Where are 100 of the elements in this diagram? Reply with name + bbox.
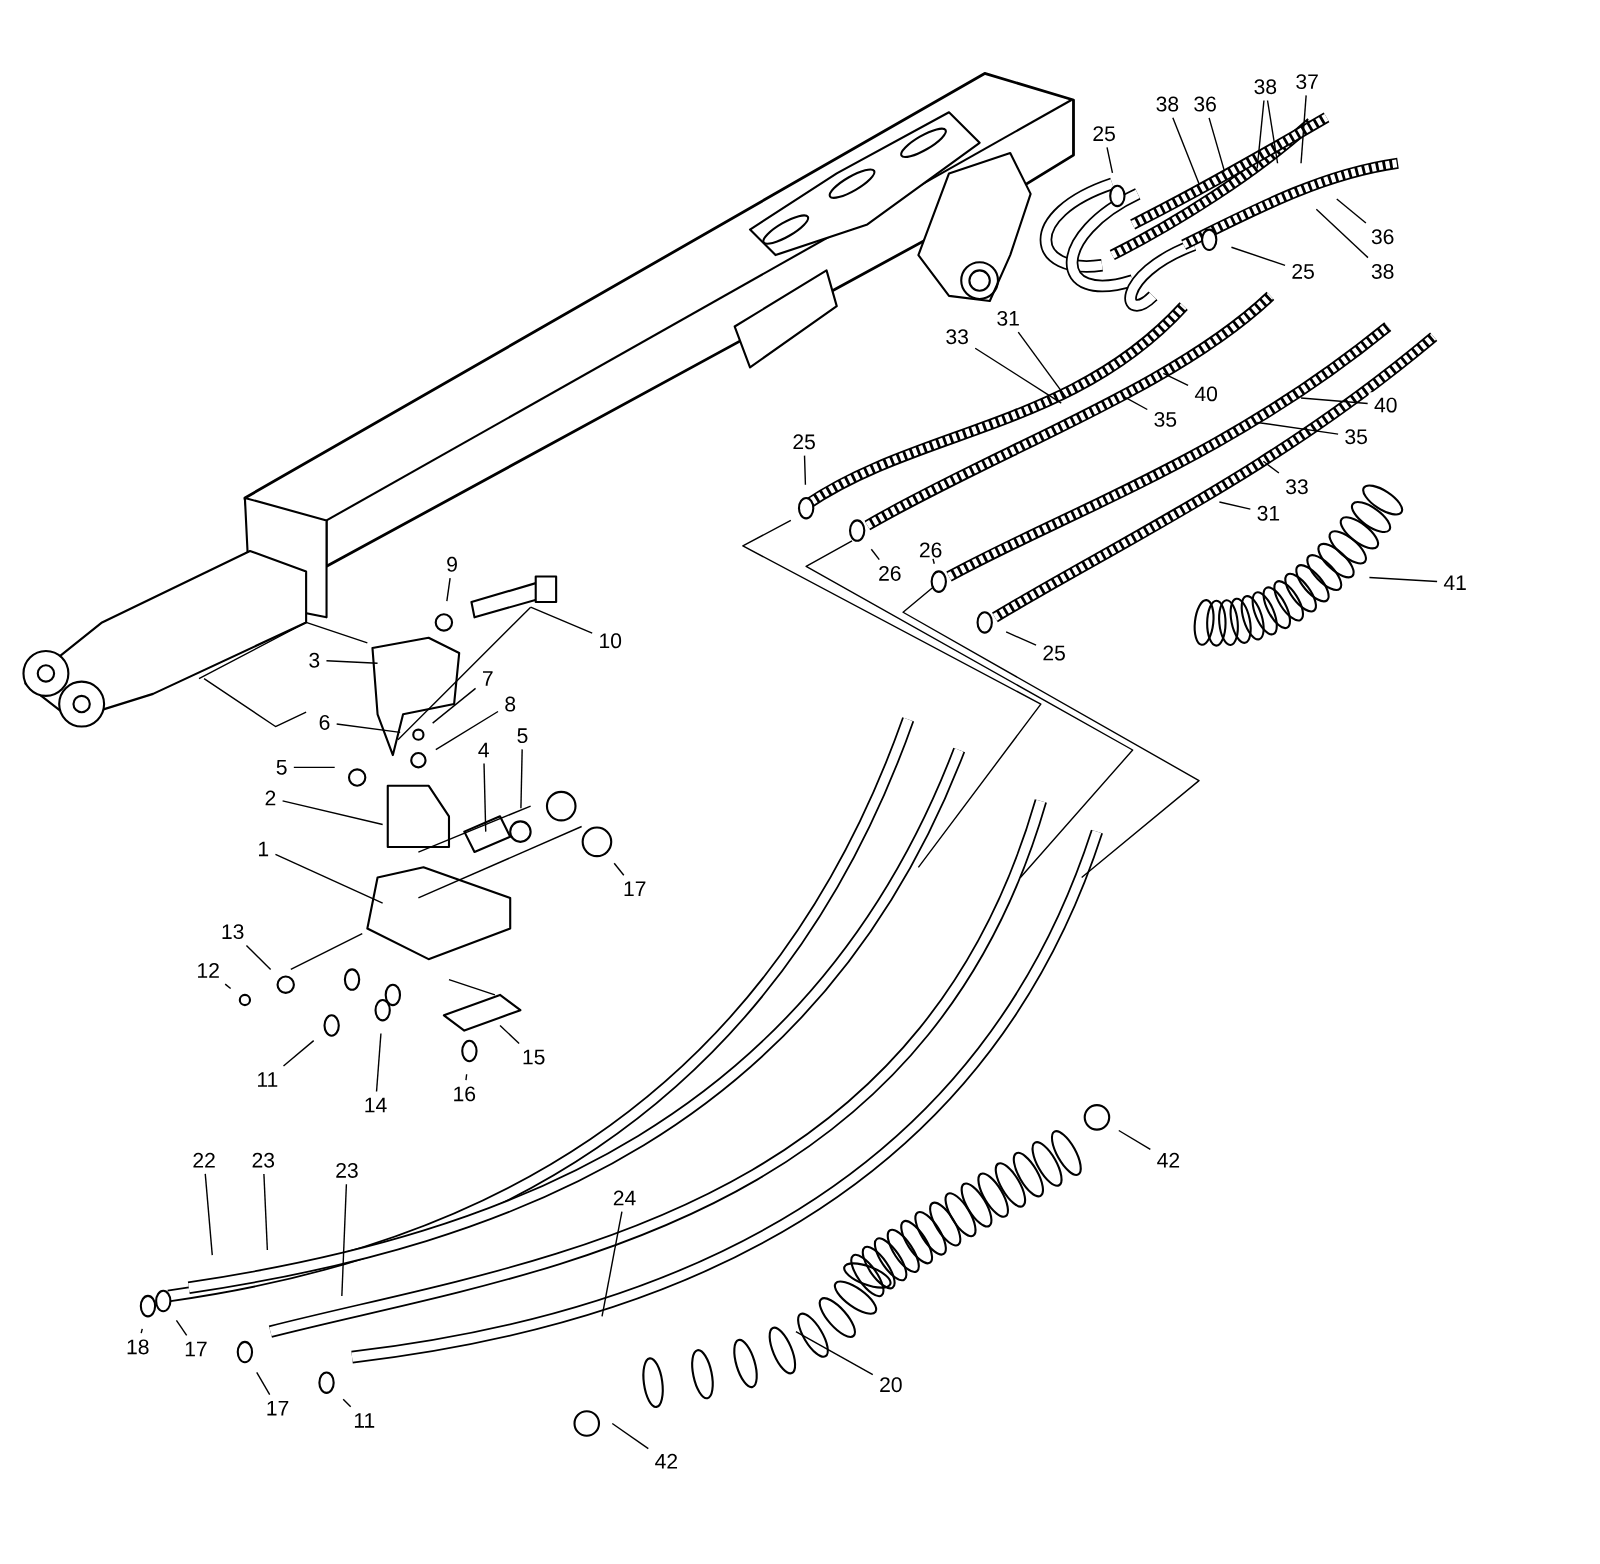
callout-number: 26: [913, 537, 948, 563]
leader-line: [974, 347, 1062, 404]
callout-number: 2: [259, 785, 282, 811]
callout-number: 5: [270, 754, 293, 780]
leader-line: [293, 766, 336, 768]
callout-number: 38: [1150, 91, 1185, 117]
leader-line: [465, 1073, 468, 1081]
leader-line: [1218, 501, 1252, 510]
callout-number: 13: [215, 918, 250, 945]
leader-line: [932, 558, 935, 565]
leader-line: [1266, 99, 1279, 164]
callout-number: 8: [499, 691, 522, 717]
callout-number: 25: [1087, 120, 1122, 147]
leader-line: [1121, 395, 1148, 411]
callout-number: 33: [1279, 473, 1314, 500]
callout-number: 11: [348, 1407, 381, 1433]
leader-line: [520, 748, 523, 809]
callout-number: 14: [358, 1092, 393, 1118]
callout-number: 36: [1188, 91, 1223, 117]
leader-line: [1118, 1129, 1152, 1150]
callout-number: 20: [873, 1371, 908, 1398]
callout-number: 26: [872, 560, 907, 587]
leader-line: [204, 1173, 213, 1256]
leader-line: [281, 800, 384, 826]
callout-number: 40: [1368, 392, 1403, 418]
callout-number: 17: [178, 1336, 213, 1362]
callout-number: 31: [1251, 500, 1286, 526]
leader-line: [1315, 208, 1369, 259]
callout-number: 42: [1151, 1147, 1186, 1173]
callout-number: 17: [260, 1395, 295, 1421]
callout-number: 3: [303, 647, 326, 673]
leader-line: [175, 1319, 188, 1336]
leader-line: [446, 577, 451, 602]
callout-number: 38: [1365, 258, 1400, 284]
callout-number: 31: [991, 305, 1026, 331]
leader-line: [1106, 146, 1114, 174]
leader-line: [341, 1183, 348, 1297]
leader-line: [1017, 331, 1068, 399]
leader-line: [1162, 372, 1189, 386]
callout-number: 12: [191, 957, 226, 983]
callout-number: 42: [649, 1448, 684, 1474]
leader-line: [263, 1173, 269, 1251]
callout-number: 24: [607, 1185, 642, 1211]
leader-line: [245, 944, 272, 971]
callout-number: 15: [516, 1044, 551, 1070]
leader-line: [1005, 631, 1037, 646]
leader-line: [435, 710, 499, 751]
leader-line: [870, 548, 880, 561]
leader-line: [499, 1024, 520, 1045]
leader-line: [1300, 94, 1307, 164]
callout-number: 35: [1148, 406, 1183, 432]
callout-number: 33: [940, 323, 975, 350]
callout-number: 16: [447, 1081, 482, 1107]
callout-number: 11: [251, 1066, 284, 1092]
leader-line: [375, 1032, 382, 1093]
leader-line: [1368, 576, 1438, 583]
callout-number: 38: [1248, 73, 1283, 100]
leader-line: [1172, 117, 1200, 185]
leader-line: [1230, 246, 1286, 266]
leader-line: [1256, 421, 1339, 435]
callout-number: 1: [252, 836, 275, 862]
leader-line: [483, 762, 487, 833]
callout-number: 6: [313, 709, 336, 736]
leader-line: [140, 1328, 143, 1334]
leader-line: [1336, 198, 1367, 224]
leader-line: [795, 1330, 874, 1376]
callout-number: 7: [476, 665, 499, 691]
leader-line: [1262, 460, 1280, 474]
callout-number: 22: [187, 1147, 222, 1173]
leader-line: [224, 983, 232, 990]
callout-number: 36: [1365, 223, 1400, 250]
callout-number: 23: [329, 1157, 364, 1183]
callout-number: 23: [246, 1147, 281, 1173]
leader-line: [601, 1210, 623, 1317]
leader-line: [1256, 99, 1265, 169]
callout-number: 25: [1286, 258, 1321, 284]
callout-number: 4: [472, 737, 495, 763]
callout-number: 10: [593, 627, 628, 654]
callout-number: 5: [511, 722, 534, 749]
leader-line: [611, 1422, 649, 1450]
callout-number: 37: [1290, 68, 1325, 95]
leader-line: [529, 606, 593, 634]
leader-line: [613, 862, 625, 876]
leader-line: [256, 1371, 271, 1396]
leader-line: [431, 687, 477, 724]
leader-line: [1300, 397, 1369, 405]
callout-number: 35: [1339, 423, 1374, 450]
leader-line: [282, 1039, 315, 1067]
leader-line: [325, 659, 379, 664]
callout-number: 25: [1037, 640, 1072, 666]
leader-line: [335, 723, 401, 733]
callout-number: 41: [1438, 570, 1473, 596]
leader-line: [342, 1398, 352, 1408]
callout-number: 9: [440, 551, 464, 577]
callout-number: 17: [617, 876, 652, 902]
callout-number: 18: [120, 1334, 155, 1360]
callout-number: 25: [787, 428, 822, 455]
leader-line: [803, 454, 807, 486]
leader-line: [274, 853, 384, 904]
callout-number: 40: [1189, 381, 1224, 407]
